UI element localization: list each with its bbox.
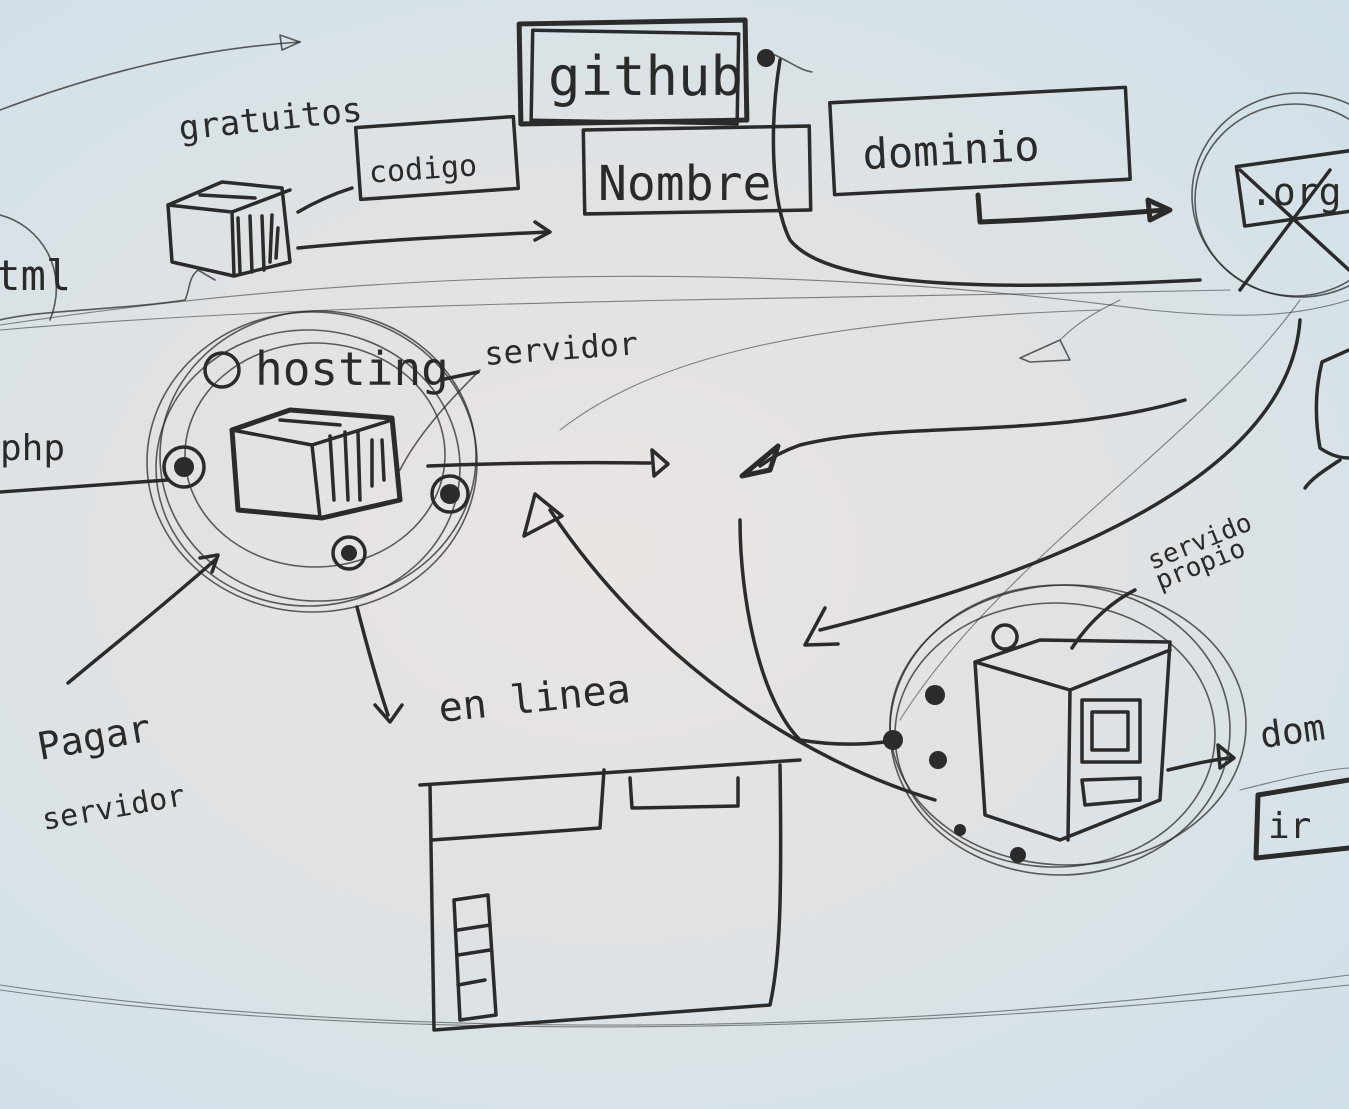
arrow-nombre-to-github — [771, 58, 1202, 287]
box-right-label: ir — [1268, 806, 1311, 847]
github-node: github — [516, 17, 750, 127]
codigo-node: codigo — [353, 114, 521, 202]
pagar-label: Pagar — [34, 706, 154, 769]
dominio-node: dominio — [828, 85, 1132, 197]
arrow-hosting-to-center — [426, 460, 652, 468]
arrow-server-to-hosting — [548, 508, 937, 802]
hosting-circle — [146, 311, 478, 613]
arrow-dominio-to-org — [975, 192, 1168, 225]
arrow-hosting-to-en-linea — [355, 605, 390, 717]
nombre-node: Nombre — [581, 124, 813, 216]
arrow-pagar-to-hosting — [66, 558, 217, 685]
github-label: github — [548, 45, 743, 108]
hosting-label: hosting — [255, 342, 449, 396]
en-linea-label: en linea — [436, 666, 632, 732]
arrow-center-down-to-server — [738, 518, 887, 746]
arrow-box-to-right — [296, 230, 550, 250]
dominio-box — [828, 85, 1132, 197]
background-curves — [0, 34, 1349, 1028]
org-circle — [1191, 92, 1349, 298]
gratuitos-label: gratuitos — [177, 90, 364, 149]
org-cross-mark — [1238, 168, 1349, 292]
org-crossed-node: .org — [1191, 92, 1349, 298]
arrow-far-right-to-server — [818, 318, 1302, 632]
arrow-server-to-dom — [1166, 756, 1232, 772]
small-box-icon — [166, 180, 292, 278]
webpage-sketch — [418, 758, 802, 1032]
codigo-label: codigo — [368, 148, 479, 190]
php-label: php — [0, 428, 65, 469]
html-label: html — [0, 251, 71, 300]
servidor-label: servidor — [483, 324, 639, 373]
codigo-box — [353, 114, 521, 202]
arrow-codigo-to-box — [296, 186, 354, 214]
servidor-pago-label: servidor — [39, 778, 187, 838]
nombre-label: Nombre — [598, 156, 771, 212]
dominio-label: dominio — [861, 121, 1040, 179]
dom-label: dom — [1258, 707, 1328, 757]
nombre-box — [581, 124, 813, 216]
arrow-php-to-hosting — [0, 478, 170, 494]
hosting-node: hosting — [146, 310, 478, 613]
arrow-right-to-center — [758, 398, 1187, 468]
servidor-propio-circle — [889, 584, 1231, 876]
servidor-propio-node — [883, 584, 1247, 876]
